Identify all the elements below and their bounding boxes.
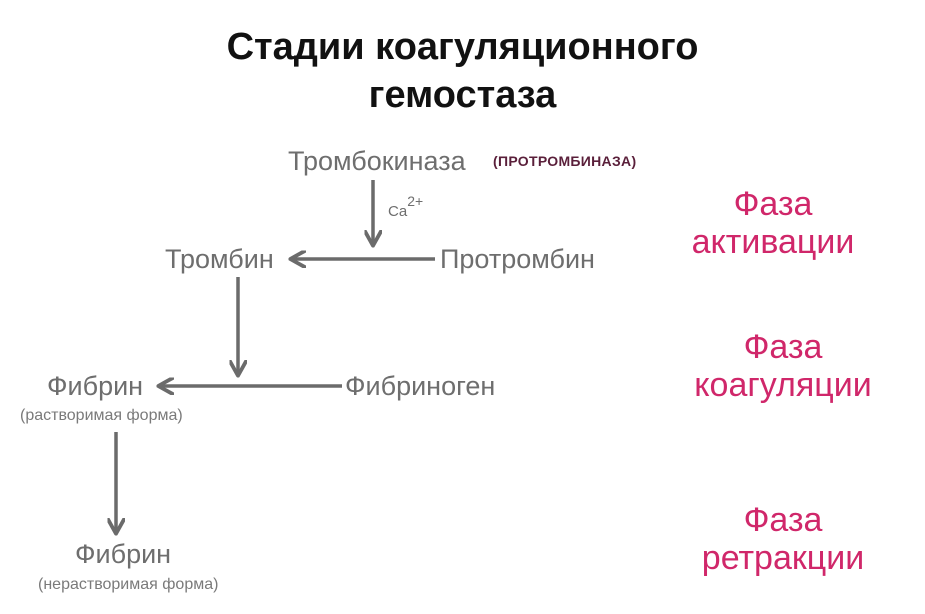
phase-retraction: Фаза ретракции [678, 501, 888, 577]
diagram-title-line1: Стадии коагуляционного [226, 26, 699, 68]
phase-activation-line1: Фаза [733, 185, 813, 223]
node-prothrombin: Протромбин [440, 244, 595, 274]
calcium-label: Ca2+ [388, 194, 423, 220]
phase-activation: Фаза активации [668, 185, 878, 261]
phase-coagulation: Фаза коагуляции [668, 328, 898, 404]
diagram-title-line2: гемостаза [368, 74, 557, 116]
node-fibrin-soluble-sub: (растворимая форма) [20, 407, 183, 424]
node-thrombin: Тромбин [165, 244, 274, 274]
phase-retraction-line1: Фаза [743, 501, 823, 539]
node-fibrin-soluble: Фибрин [47, 371, 144, 401]
phase-activation-line2: активации [691, 223, 855, 261]
node-fibrinogen: Фибриноген [345, 371, 496, 401]
node-fibrin-insoluble-sub: (нерастворимая форма) [38, 576, 219, 593]
calcium-charge: 2+ [407, 193, 424, 209]
node-prothrombinase-note: (ПРОТРОМБИНАЗА) [493, 153, 637, 169]
phase-coagulation-line2: коагуляции [694, 366, 872, 404]
phase-coagulation-line1: Фаза [743, 328, 823, 366]
node-thrombokinase: Тромбокиназа [288, 146, 466, 176]
calcium-symbol: Ca [388, 203, 408, 220]
phase-retraction-line2: ретракции [701, 539, 865, 577]
node-fibrin-insoluble: Фибрин [75, 539, 172, 569]
